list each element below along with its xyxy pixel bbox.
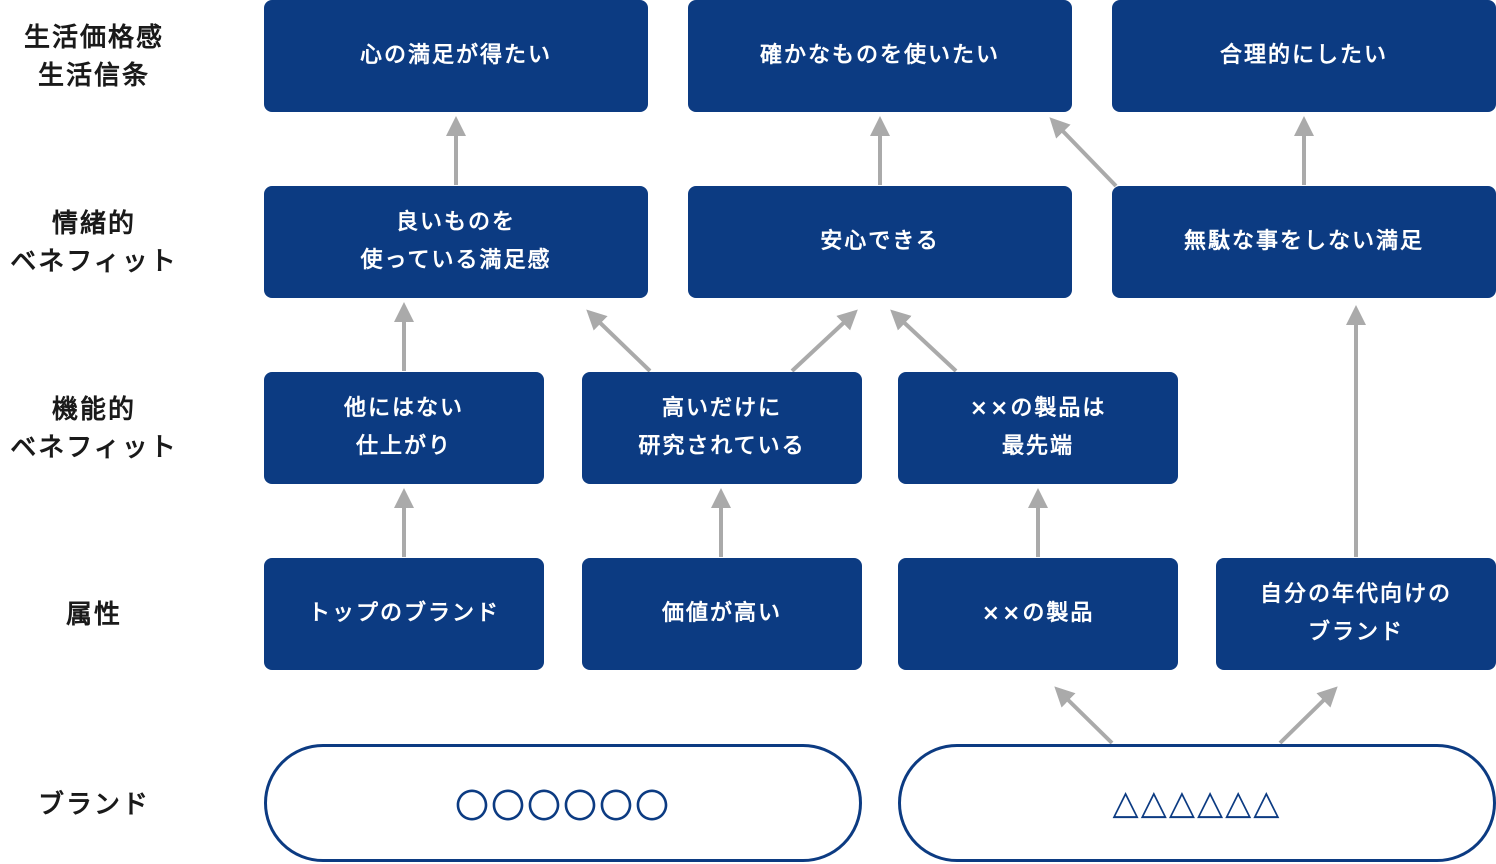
functional-box-finish: 他にはない 仕上がり	[264, 372, 544, 484]
value-box-reliable: 確かなものを使いたい	[688, 0, 1072, 112]
emotional-box-no-waste: 無駄な事をしない満足	[1112, 186, 1496, 298]
attribute-box-top-brand: トップのブランド	[264, 558, 544, 670]
attribute-box-age-brand: 自分の年代向けの ブランド	[1216, 558, 1496, 670]
arrow-cuttingedge-to-peace	[890, 309, 958, 373]
arrow-research-to-peace	[790, 309, 858, 373]
arrow-research-to-good	[586, 309, 652, 373]
brand-pill-circle: 〇〇〇〇〇〇	[264, 744, 862, 862]
arrow-nowaste-to-reliable	[1049, 117, 1118, 188]
row-label-attribute: 属性	[65, 600, 122, 630]
value-box-heart: 心の満足が得たい	[264, 0, 648, 112]
attribute-box-xx-product: ××の製品	[898, 558, 1178, 670]
value-box-rational: 合理的にしたい	[1112, 0, 1496, 112]
emotional-box-good-things: 良いものを 使っている満足感	[264, 186, 648, 298]
arrow-triangle-to-xxproduct	[1054, 686, 1114, 745]
row-label-values: 生活価格感 生活信条	[23, 23, 164, 91]
brand-pill-triangle: △△△△△△	[898, 744, 1496, 862]
row-label-functional-benefit: 機能的 ベネフィット	[10, 395, 178, 463]
emotional-box-peace: 安心できる	[688, 186, 1072, 298]
row-label-emotional-benefit: 情緒的 ベネフィット	[10, 209, 178, 277]
functional-box-cutting-edge: ××の製品は 最先端	[898, 372, 1178, 484]
attribute-box-expensive: 価値が高い	[582, 558, 862, 670]
row-label-brand: ブランド	[37, 790, 150, 820]
arrow-triangle-to-agebrand	[1278, 686, 1338, 745]
functional-box-research: 高いだけに 研究されている	[582, 372, 862, 484]
